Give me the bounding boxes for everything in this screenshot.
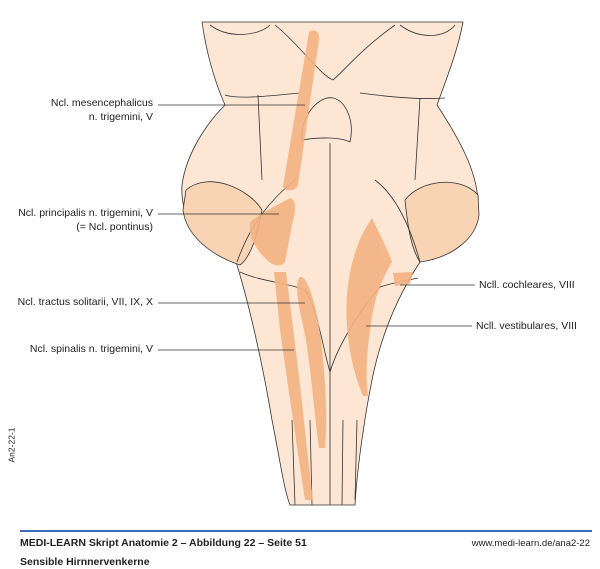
label-ncl-spinalis: Ncl. spinalis n. trigemini, V <box>29 343 153 355</box>
ncll-cochleares <box>393 272 413 286</box>
label-line: Ncl. principalis n. trigemini, V <box>18 207 153 219</box>
ncl-tractus-solitarii <box>297 276 327 448</box>
ncl-mesencephalicus <box>283 30 320 191</box>
label-ncl-tractus-solitarii: Ncl. tractus solitarii, VII, IX, X <box>17 296 153 308</box>
label-line: Ncl. mesencephalicus <box>50 97 153 109</box>
footer-title: MEDI-LEARN Skript Anatomie 2 – Abbildung… <box>20 537 307 549</box>
label-line: n. trigemini, V <box>88 111 153 123</box>
label-ncll-vestibulares: Ncll. vestibulares, VIII <box>476 320 577 332</box>
ncl-principalis <box>249 198 296 266</box>
ncll-vestibulares <box>346 218 392 396</box>
ncl-spinalis <box>274 272 313 500</box>
label-ncll-cochleares: Ncll. cochleares, VIII <box>479 279 575 291</box>
footer-divider <box>20 530 592 532</box>
footer-subtitle: Sensible Hirnnervenkerne <box>20 556 150 568</box>
label-ncl-mesencephalicus: Ncl. mesencephalicus n. trigemini, V <box>51 96 153 124</box>
brainstem-diagram <box>158 21 480 506</box>
right-peduncle <box>404 181 480 263</box>
footer-url[interactable]: www.medi-learn.de/ana2-22 <box>471 538 590 549</box>
label-line: (= Ncl. pontinus) <box>76 221 153 233</box>
figure-code: An2-22-1 <box>6 427 17 463</box>
left-peduncle <box>182 181 263 266</box>
label-ncl-principalis: Ncl. principalis n. trigemini, V (= Ncl.… <box>18 206 153 234</box>
